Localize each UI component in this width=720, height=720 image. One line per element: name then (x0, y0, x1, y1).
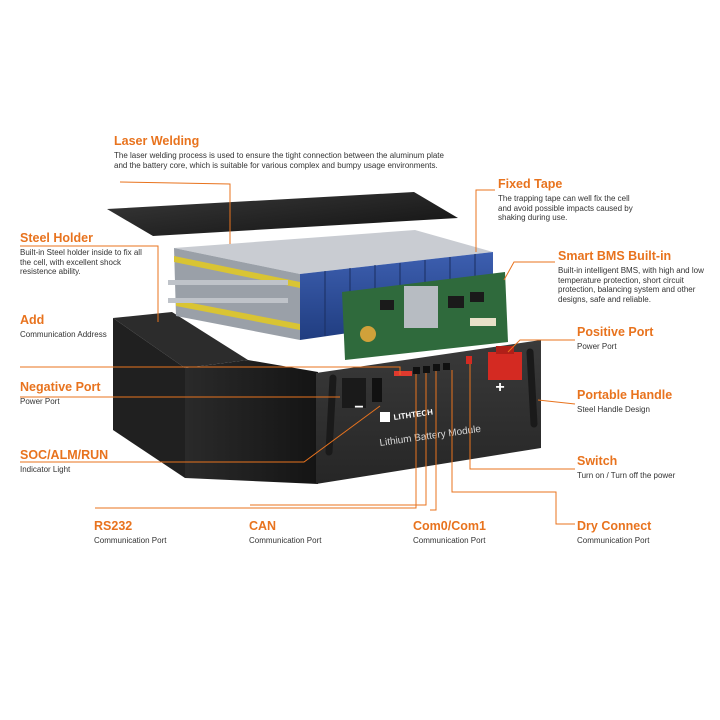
callout-desc: The trapping tape can well fix the cell … (498, 194, 633, 222)
callout-title: Fixed Tape (498, 177, 563, 191)
callout-can: CAN Communication Port (249, 519, 369, 546)
negative-terminal (342, 378, 366, 408)
callout-title: Portable Handle (577, 388, 673, 402)
callout-title: CAN (249, 519, 277, 533)
callout-desc: Communication Port (94, 536, 167, 545)
callout-smart-bms: Smart BMS Built-in Built-in intelligent … (558, 249, 704, 304)
callout-desc: Communication Port (413, 536, 486, 545)
callout-title: RS232 (94, 519, 133, 533)
callout-title: Negative Port (20, 380, 101, 394)
leader-laser-welding (119, 181, 231, 244)
leader-dry-connect (451, 370, 575, 525)
callout-desc: Built-in intelligent BMS, with high and … (558, 266, 704, 304)
leader-smart-bms (503, 261, 555, 281)
leader-steel-holder (20, 245, 159, 322)
brand-logo-icon (380, 412, 390, 422)
leader-add (20, 366, 401, 375)
leader-lines (20, 181, 576, 525)
positive-terminal (488, 346, 522, 380)
leader-com0-com1 (430, 371, 437, 511)
panel-plus-sign: + (495, 379, 504, 396)
callout-positive-port: Positive Port Power Port (577, 325, 697, 352)
callout-title: Smart BMS Built-in (558, 249, 672, 263)
bms-board (342, 272, 508, 360)
leader-can (250, 373, 427, 506)
leader-fixed-tape (475, 189, 495, 252)
callout-desc: Communication Address (20, 330, 107, 339)
callout-title: Add (20, 313, 45, 327)
callout-laser-welding: Laser Welding The laser welding process … (114, 134, 454, 170)
top-plate (107, 192, 458, 236)
leader-portable-handle (537, 399, 576, 405)
callout-title: Steel Holder (20, 231, 93, 245)
callout-negative-port: Negative Port Power Port (20, 380, 140, 407)
callout-desc: Built-in Steel holder inside to fix all … (20, 248, 142, 276)
callout-title: SOC/ALM/RUN (20, 448, 109, 462)
callout-steel-holder: Steel Holder Built-in Steel holder insid… (20, 231, 150, 277)
callout-dry-connect: Dry Connect Communication Port (577, 519, 697, 546)
callout-desc: Communication Port (577, 536, 650, 545)
front-panel: − + LITHTECH Lithium Battery Module (316, 340, 541, 484)
callout-desc: Turn on / Turn off the power (577, 471, 676, 480)
callout-rs232: RS232 Communication Port (94, 519, 214, 546)
callout-title: Positive Port (577, 325, 654, 339)
callout-desc: The laser welding process is used to ens… (114, 151, 444, 170)
panel-minus-sign: − (354, 399, 363, 416)
callout-desc: Power Port (577, 342, 617, 351)
leader-switch (469, 364, 575, 470)
indicator-lights (394, 371, 412, 376)
switch-button (466, 356, 472, 364)
callout-desc: Indicator Light (20, 465, 71, 474)
callout-title: Com0/Com1 (413, 519, 486, 533)
leader-positive-port (507, 339, 575, 353)
com1-port (443, 363, 450, 370)
battery-case (113, 312, 318, 484)
callout-title: Laser Welding (114, 134, 200, 148)
leader-soc (20, 405, 381, 463)
can-port (423, 366, 430, 373)
callout-fixed-tape: Fixed Tape The trapping tape can well fi… (498, 177, 638, 223)
callout-desc: Steel Handle Design (577, 405, 650, 414)
leader-rs232 (95, 374, 417, 509)
callout-title: Dry Connect (577, 519, 652, 533)
callout-portable-handle: Portable Handle Steel Handle Design (577, 388, 707, 415)
rs232-port (413, 367, 420, 374)
callout-title: Switch (577, 454, 618, 468)
callout-add: Add Communication Address (20, 313, 110, 340)
callout-desc: Power Port (20, 397, 60, 406)
callout-switch: Switch Turn on / Turn off the power (577, 454, 707, 481)
portable-handle (325, 348, 538, 456)
callout-com0-com1: Com0/Com1 Communication Port (413, 519, 533, 546)
callout-desc: Communication Port (249, 536, 322, 545)
callout-soc-alm-run: SOC/ALM/RUN Indicator Light (20, 448, 150, 475)
com0-port (433, 364, 440, 371)
